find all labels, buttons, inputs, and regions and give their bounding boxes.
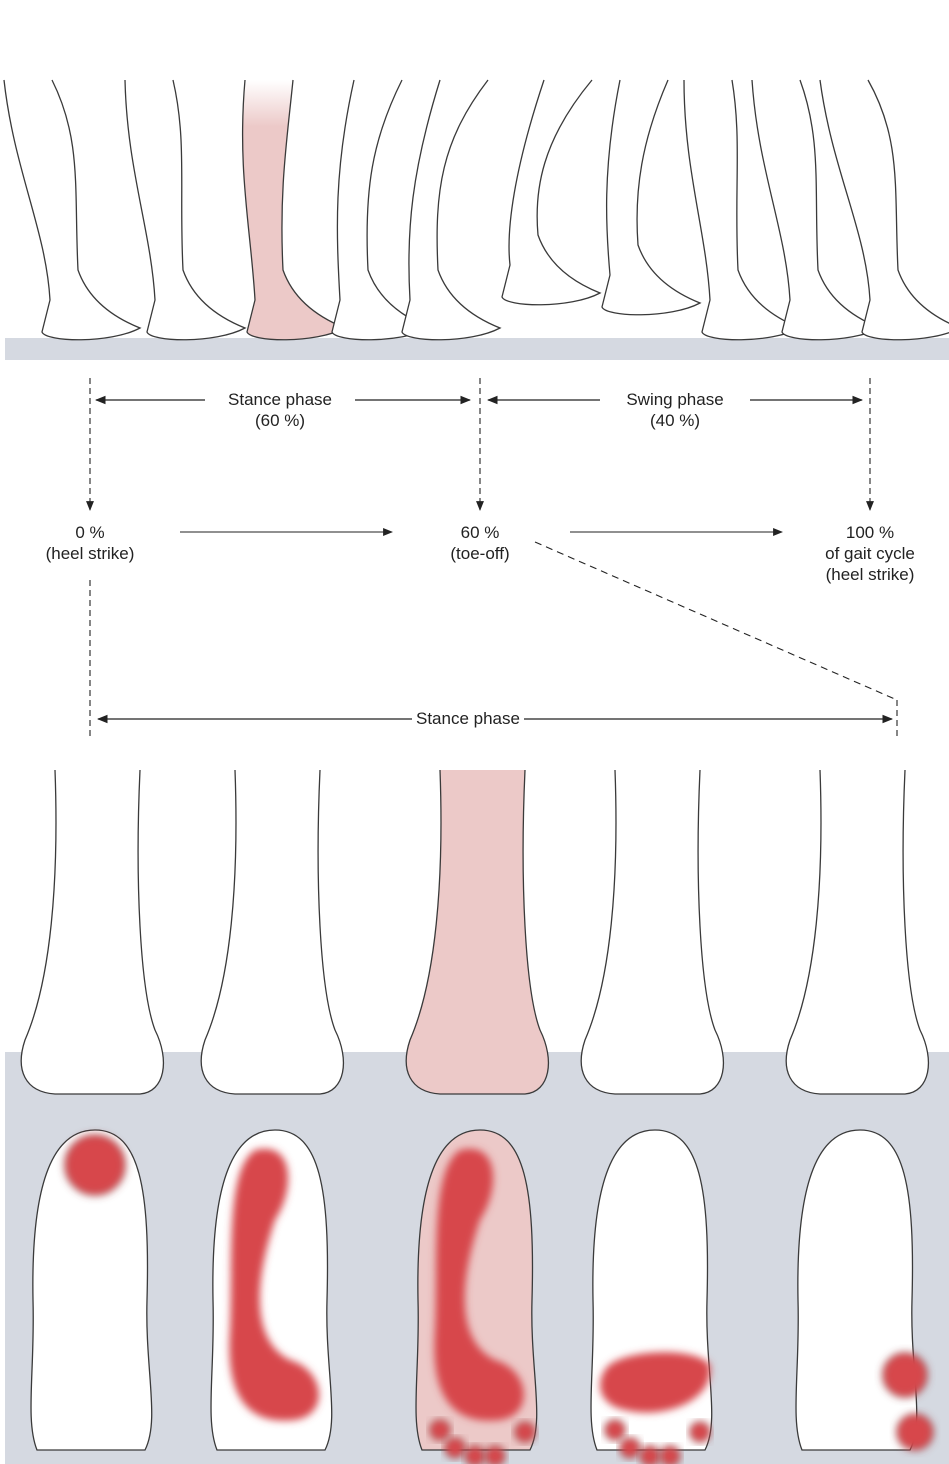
pressure-zone xyxy=(660,1446,680,1464)
pressure-zone xyxy=(690,1422,710,1442)
pressure-zone xyxy=(65,1135,125,1195)
pressure-zone xyxy=(897,1414,933,1450)
milestone-toe-off-event: (toe-off) xyxy=(410,543,550,564)
sole-outline xyxy=(796,1130,917,1450)
milestone-start-event: (heel strike) xyxy=(20,543,160,564)
swing-phase-label: Swing phase (40 %) xyxy=(600,389,750,431)
walking-leg xyxy=(125,80,245,340)
stance-phase-title: Stance phase xyxy=(205,389,355,410)
pressure-zone xyxy=(640,1446,660,1464)
milestone-start-value: 0 % xyxy=(20,522,160,543)
pressure-zone xyxy=(620,1438,640,1458)
pressure-zone xyxy=(883,1353,927,1397)
milestone-start: 0 % (heel strike) xyxy=(20,522,160,564)
walking-leg xyxy=(243,80,345,340)
ground-band-top xyxy=(5,338,949,360)
pressure-zone xyxy=(430,1420,450,1440)
walking-leg xyxy=(502,80,600,305)
walking-leg xyxy=(402,80,500,340)
pressure-zone xyxy=(465,1446,485,1464)
milestone-toe-off: 60 % (toe-off) xyxy=(410,522,550,564)
pressure-zone xyxy=(445,1438,465,1458)
pressure-zone xyxy=(605,1420,625,1440)
pressure-zone xyxy=(485,1446,505,1464)
swing-phase-title: Swing phase xyxy=(600,389,750,410)
walking-leg xyxy=(820,80,949,340)
stance-phase-label: Stance phase (60 %) xyxy=(205,389,355,431)
walking-legs xyxy=(4,80,949,340)
stance-detail-label: Stance phase xyxy=(412,708,524,729)
milestone-end-value: 100 % xyxy=(795,522,945,543)
milestone-end-event: (heel strike) xyxy=(795,564,945,585)
milestone-end: 100 % of gait cycle (heel strike) xyxy=(795,522,945,585)
milestone-toe-off-value: 60 % xyxy=(410,522,550,543)
pressure-zone xyxy=(515,1422,535,1442)
walking-leg xyxy=(4,80,140,340)
milestone-end-line2: of gait cycle xyxy=(795,543,945,564)
stance-phase-percent: (60 %) xyxy=(205,410,355,431)
swing-phase-percent: (40 %) xyxy=(600,410,750,431)
